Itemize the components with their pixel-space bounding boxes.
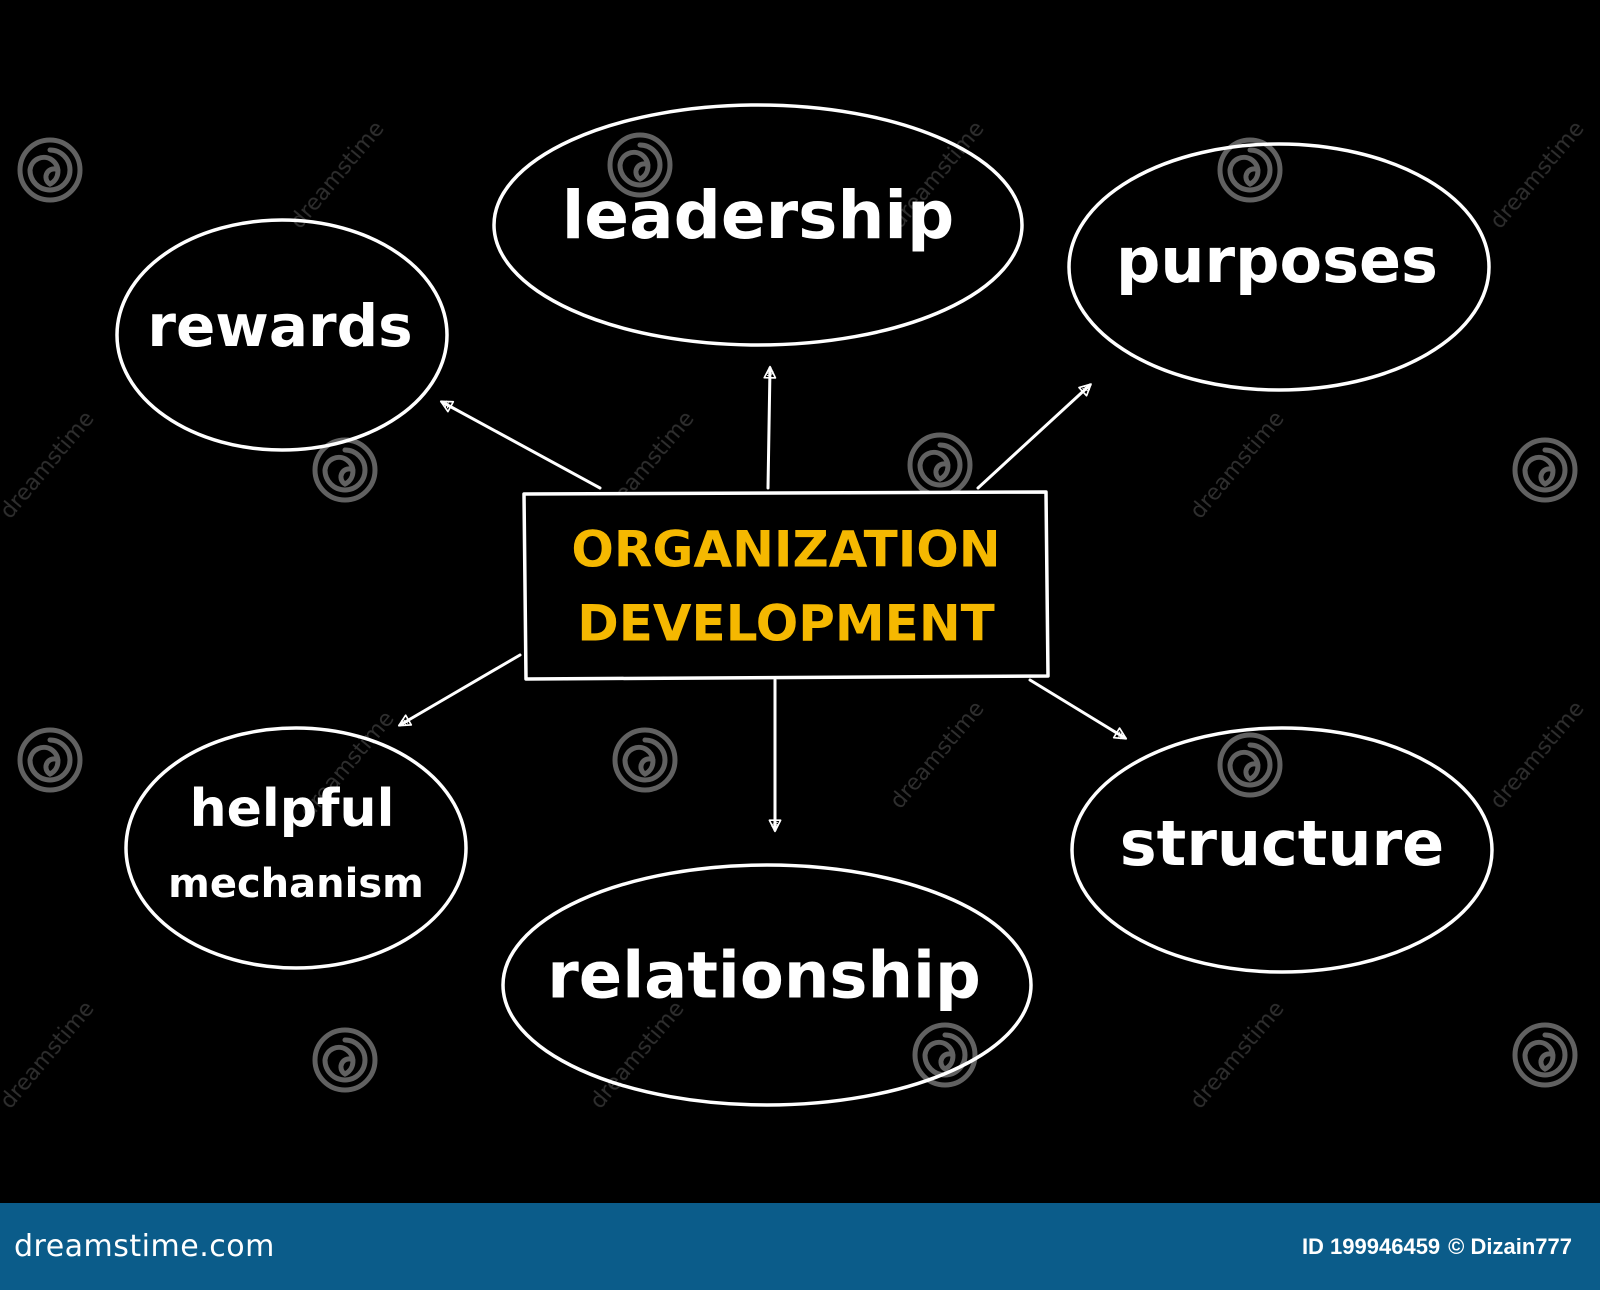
node-relationship: relationship xyxy=(547,940,981,1014)
node-leadership: leadership xyxy=(562,177,955,254)
node-rewards: rewards xyxy=(147,292,412,360)
arrow-to-purposes xyxy=(976,383,1092,490)
author-credit: © Dizain777 xyxy=(1448,1233,1572,1259)
node-helpful-line1: helpful xyxy=(190,779,395,839)
image-id-label: ID 199946459 xyxy=(1301,1233,1441,1259)
center-title-line2: DEVELOPMENT xyxy=(577,595,995,653)
arrow-to-structure xyxy=(1028,678,1128,740)
footer-meta: ID 199946459 © Dizain777 xyxy=(1302,1234,1572,1260)
footer-brand[interactable]: dreamstime.com xyxy=(14,1229,275,1264)
spiral-icon xyxy=(20,140,80,200)
arrow-to-rewards xyxy=(439,400,602,490)
spiral-icon xyxy=(1220,735,1280,795)
watermark-text: dreamstime xyxy=(1185,407,1289,524)
node-helpful-line2: mechanism xyxy=(168,861,424,907)
spiral-icon xyxy=(315,1030,375,1090)
connector-group xyxy=(397,365,1128,833)
spiral-icon xyxy=(315,440,375,500)
watermark-text: dreamstime xyxy=(1485,117,1589,234)
center-title-line1: ORGANIZATION xyxy=(571,521,1000,579)
footer-bar: dreamstime.com ID 199946459 © Dizain777 xyxy=(0,1203,1600,1290)
watermark-text: dreamstime xyxy=(1485,697,1589,814)
node-helpful-mechanism-outline xyxy=(124,726,468,970)
arrow-to-leadership xyxy=(763,365,777,490)
spiral-icon xyxy=(1515,440,1575,500)
node-structure-outline xyxy=(1070,726,1494,974)
watermark-text: dreamstime xyxy=(885,697,989,814)
node-rewards-outline xyxy=(115,218,449,452)
node-relationship-outline xyxy=(501,863,1033,1107)
spiral-icon xyxy=(20,730,80,790)
spiral-icon xyxy=(915,1025,975,1085)
watermark-text: dreamstime xyxy=(0,997,100,1114)
diagram-canvas: dreamstime dreamstime dreamstime dreamst… xyxy=(0,103,1590,1114)
arrow-to-helpful-mechanism xyxy=(397,653,522,727)
spiral-icon xyxy=(1515,1025,1575,1085)
node-structure: structure xyxy=(1120,807,1444,880)
spiral-icon xyxy=(910,435,970,495)
node-purposes-outline xyxy=(1067,142,1491,392)
spiral-icon xyxy=(615,730,675,790)
center-node: ORGANIZATION DEVELOPMENT xyxy=(522,490,1050,681)
node-leadership-outline xyxy=(492,103,1024,347)
node-purposes: purposes xyxy=(1116,224,1438,297)
watermark-text: dreamstime xyxy=(285,117,389,234)
watermark-text: dreamstime xyxy=(0,407,100,524)
watermark-text: dreamstime xyxy=(1185,997,1289,1114)
